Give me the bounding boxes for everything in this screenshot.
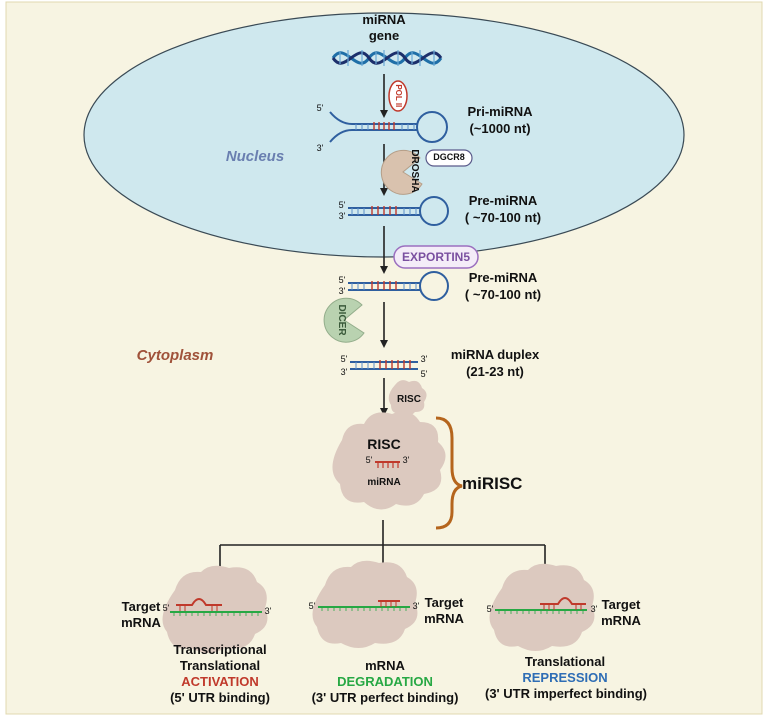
cytoplasm-label: Cytoplasm	[136, 347, 214, 364]
drosha-label: DROSHA	[409, 149, 420, 193]
pre2-3-end: 3'	[338, 286, 346, 296]
outcome3-keyword: REPRESSION	[522, 670, 608, 685]
duplex-5-end-right: 5'	[420, 369, 428, 379]
outcome1-line2: Translational	[179, 658, 261, 673]
mirisc-brace	[435, 416, 463, 530]
outcome2-line3: (3' UTR perfect binding)	[311, 690, 459, 705]
target1-5-end: 5'	[162, 603, 170, 613]
drosha-enzyme	[380, 149, 423, 195]
target3-5-end: 5'	[486, 604, 494, 614]
outcome-blob-activation	[162, 565, 268, 653]
dicer-label: DICER	[336, 304, 347, 336]
target-label-1-line2: mRNA	[121, 615, 161, 630]
nucleus-label: Nucleus	[225, 148, 285, 165]
mirisc-complex	[332, 411, 446, 510]
target1-3-end: 3'	[264, 606, 272, 616]
dgcr8-protein	[425, 149, 473, 167]
risc-small-label: RISC	[397, 394, 421, 405]
target2-5-end: 5'	[308, 601, 316, 611]
duplex-3-end-right: 3'	[420, 354, 428, 364]
duplex-5-end-left: 5'	[340, 354, 348, 364]
dna-helix-icon	[331, 50, 443, 66]
target-label-2-line1: Target	[424, 595, 464, 610]
duplex-size: (21-23 nt)	[466, 364, 524, 379]
outcome3-line3: (3' UTR imperfect binding)	[485, 686, 647, 701]
mirisc-5-end: 5'	[365, 455, 373, 465]
pre-mirna-size-nucleus: ( ~70-100 nt)	[464, 210, 542, 225]
duplex-name: miRNA duplex	[450, 347, 540, 362]
risc-large-label: RISC	[367, 436, 401, 452]
outcome3-line1: Translational	[524, 654, 606, 669]
pre2-5-end: 5'	[338, 275, 346, 285]
pri-mirna-name: Pri-miRNA	[467, 104, 533, 119]
target-label-3-line1: Target	[601, 597, 641, 612]
outcome1-line4: (5' UTR binding)	[170, 690, 270, 705]
pri-mirna-hairpin	[329, 111, 448, 143]
outcome-blob-repression	[489, 563, 595, 651]
target-label-1-line1: Target	[121, 599, 161, 614]
pre-mirna-size-cytoplasm: ( ~70-100 nt)	[464, 287, 542, 302]
gene-label-line1: miRNA	[362, 12, 406, 27]
duplex-3-end-left: 3'	[340, 367, 348, 377]
exportin5-label: EXPORTIN5	[401, 250, 470, 264]
mirna-duplex	[350, 360, 418, 370]
target-label-3-line2: mRNA	[601, 613, 641, 628]
dicer-enzyme	[323, 297, 365, 343]
pre-mirna-name-cytoplasm: Pre-miRNA	[468, 270, 538, 285]
pri-5-end: 5'	[316, 103, 324, 113]
outcome-blob-degradation	[312, 560, 418, 648]
pri-3-end: 3'	[316, 143, 324, 153]
pre-mirna-nucleus	[348, 196, 449, 226]
mirisc-label: miRISC	[462, 474, 523, 493]
outcome2-line1: mRNA	[365, 658, 405, 673]
mirna-bound-imperfect	[540, 597, 586, 605]
gene-label-line2: gene	[368, 28, 400, 43]
exportin5-protein	[393, 245, 479, 269]
target-label-2-line2: mRNA	[424, 611, 464, 626]
pri-mirna-size: (~1000 nt)	[469, 121, 531, 136]
nucleus-ellipse	[83, 12, 685, 258]
target3-3-end: 3'	[590, 604, 598, 614]
target2-3-end: 3'	[412, 601, 420, 611]
pol2-enzyme	[388, 80, 408, 112]
outcome1-line1: Transcriptional	[173, 642, 267, 657]
pol2-label: POL II	[393, 84, 403, 108]
pre-mirna-cytoplasm	[348, 271, 449, 301]
pre-3-end: 3'	[338, 211, 346, 221]
mirisc-mirna-label: miRNA	[367, 477, 401, 488]
mirisc-3-end: 3'	[402, 455, 410, 465]
mirna-bound-5utr	[176, 598, 222, 606]
pre-mirna-name-nucleus: Pre-miRNA	[468, 193, 538, 208]
dgcr8-label: DGCR8	[433, 152, 465, 162]
risc-complex-small	[388, 380, 427, 416]
outcome2-keyword: DEGRADATION	[337, 674, 433, 689]
outcome1-keyword: ACTIVATION	[181, 674, 259, 689]
pre-5-end: 5'	[338, 200, 346, 210]
